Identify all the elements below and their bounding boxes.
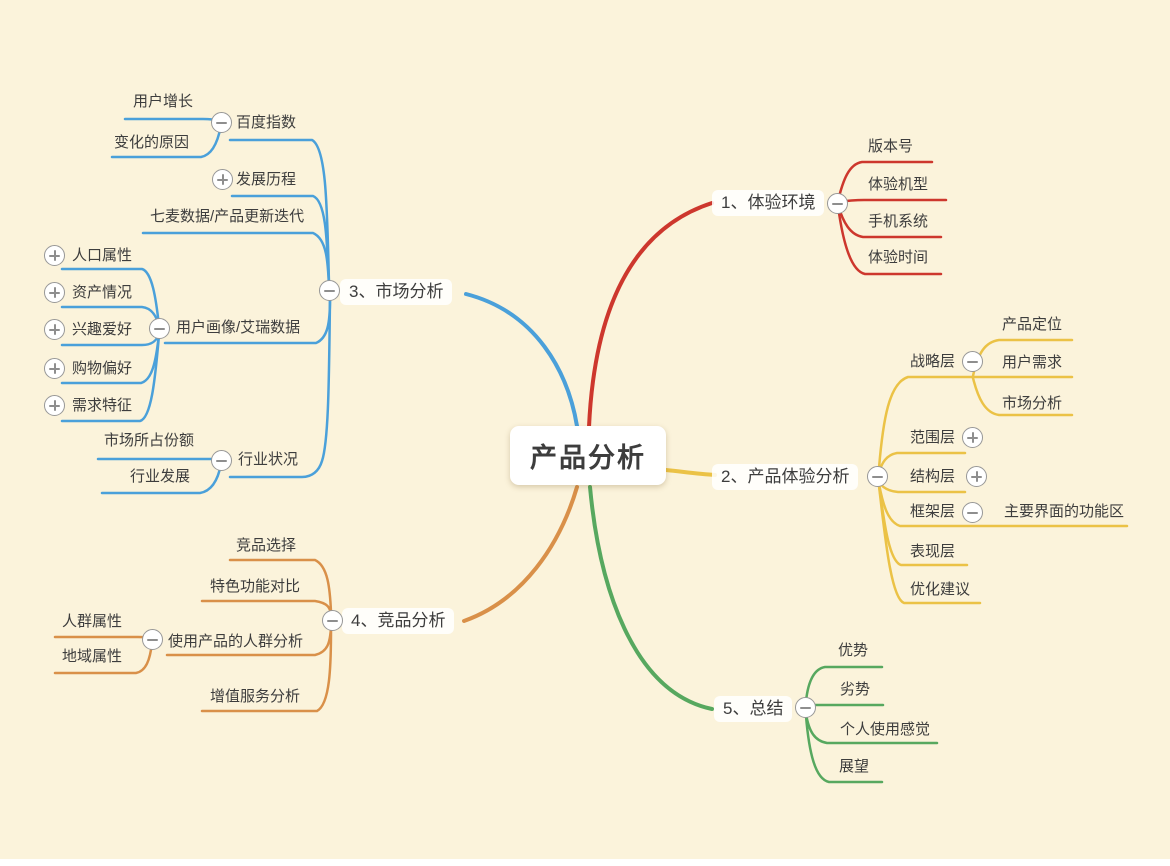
page-bottom-edge [0, 859, 1170, 866]
node-version-number[interactable]: 版本号 [868, 138, 914, 155]
edge [971, 376, 1074, 417]
node-industry-development[interactable]: 行业发展 [130, 468, 191, 485]
collapse-icon-topic-3[interactable] [319, 280, 340, 301]
topic-5-summary[interactable]: 5、总结 [714, 696, 793, 722]
edge [60, 267, 161, 328]
node-optimization-suggestions[interactable]: 优化建议 [910, 581, 971, 598]
edge [53, 635, 154, 640]
node-structure-layer[interactable]: 结构层 [910, 468, 956, 485]
edge [228, 298, 332, 479]
edge [664, 468, 717, 477]
topic-2-product-experience-analysis[interactable]: 2、产品体验分析 [712, 464, 859, 490]
node-presentation-layer[interactable]: 表现层 [910, 543, 956, 560]
node-region-attributes[interactable]: 地域属性 [62, 648, 123, 665]
expand-icon-structure-layer[interactable] [966, 466, 987, 487]
node-scope-layer[interactable]: 范围层 [910, 429, 956, 446]
node-qimai-data-product-iteration[interactable]: 七麦数据/产品更新迭代 [150, 208, 305, 225]
node-user-group-analysis[interactable]: 使用产品的人群分析 [168, 633, 304, 650]
edge [141, 231, 331, 289]
node-personal-experience[interactable]: 个人使用感觉 [840, 721, 931, 738]
collapse-icon-baidu-index[interactable] [211, 112, 232, 133]
node-strengths[interactable]: 优势 [838, 642, 869, 659]
node-market-share[interactable]: 市场所占份额 [104, 432, 195, 449]
node-user-needs[interactable]: 用户需求 [1002, 354, 1063, 371]
edge [60, 333, 161, 423]
node-product-positioning[interactable]: 产品定位 [1002, 316, 1063, 333]
topic-3-market-analysis[interactable]: 3、市场分析 [340, 279, 453, 305]
edge [804, 665, 884, 703]
edge [836, 198, 948, 204]
node-crowd-attributes[interactable]: 人群属性 [62, 613, 123, 630]
expand-icon-demographics[interactable] [44, 245, 65, 266]
node-baidu-index[interactable]: 百度指数 [236, 114, 297, 131]
node-industry-status[interactable]: 行业状况 [238, 451, 299, 468]
collapse-icon-industry-status[interactable] [211, 450, 232, 471]
expand-icon-demand-traits[interactable] [44, 395, 65, 416]
expand-icon-assets[interactable] [44, 282, 65, 303]
node-user-growth[interactable]: 用户增长 [133, 93, 194, 110]
topic-4-competitor-analysis[interactable]: 4、竞品分析 [342, 608, 455, 634]
collapse-icon-topic-5[interactable] [795, 697, 816, 718]
node-experience-time[interactable]: 体验时间 [868, 249, 929, 266]
expand-icon-shopping-preference[interactable] [44, 358, 65, 379]
branch-4-edges [53, 485, 579, 713]
branch-5-edges [588, 485, 939, 784]
node-development-history[interactable]: 发展历程 [236, 171, 297, 188]
node-change-reasons[interactable]: 变化的原因 [114, 134, 190, 151]
node-phone-os[interactable]: 手机系统 [868, 213, 929, 230]
expand-icon-scope-layer[interactable] [962, 427, 983, 448]
edge [804, 714, 884, 784]
edge [877, 484, 982, 605]
node-main-interface-zones[interactable]: 主要界面的功能区 [1004, 503, 1125, 520]
expand-icon-interests[interactable] [44, 319, 65, 340]
edge [200, 628, 333, 713]
edge [588, 485, 714, 711]
collapse-icon-user-group-analysis[interactable] [142, 629, 163, 650]
node-strategy-layer[interactable]: 战略层 [910, 353, 956, 370]
topic-1-experience-environment[interactable]: 1、体验环境 [712, 190, 825, 216]
edge [228, 558, 333, 614]
edge [462, 485, 579, 623]
expand-icon-development-history[interactable] [212, 169, 233, 190]
node-device-model[interactable]: 体验机型 [868, 176, 929, 193]
collapse-icon-topic-1[interactable] [827, 193, 848, 214]
edge [200, 599, 333, 616]
node-feature-comparison[interactable]: 特色功能对比 [210, 578, 301, 595]
node-assets[interactable]: 资产情况 [72, 284, 133, 301]
node-weaknesses[interactable]: 劣势 [840, 681, 871, 698]
node-demand-traits[interactable]: 需求特征 [72, 397, 133, 414]
node-shopping-preference[interactable]: 购物偏好 [72, 360, 133, 377]
node-outlook[interactable]: 展望 [839, 758, 870, 775]
collapse-icon-strategy-layer[interactable] [962, 351, 983, 372]
collapse-icon-topic-4[interactable] [322, 610, 343, 631]
node-framework-layer[interactable]: 框架层 [910, 503, 956, 520]
node-value-added-services[interactable]: 增值服务分析 [210, 688, 301, 705]
node-competitor-selection[interactable]: 竞品选择 [236, 537, 297, 554]
node-demographics[interactable]: 人口属性 [72, 247, 133, 264]
node-market-analysis-sub[interactable]: 市场分析 [1002, 395, 1063, 412]
collapse-icon-user-persona[interactable] [149, 318, 170, 339]
edge [464, 292, 579, 428]
root-node[interactable]: 产品分析 [510, 426, 666, 485]
collapse-icon-topic-2[interactable] [867, 466, 888, 487]
node-interests[interactable]: 兴趣爱好 [72, 321, 133, 338]
edge [123, 117, 223, 123]
edge [877, 375, 1074, 470]
edge [836, 204, 943, 276]
branch-3-edges [60, 117, 579, 495]
edge [587, 201, 714, 429]
node-user-persona-iresearch[interactable]: 用户画像/艾瑞数据 [176, 319, 301, 336]
collapse-icon-framework-layer[interactable] [962, 502, 983, 523]
